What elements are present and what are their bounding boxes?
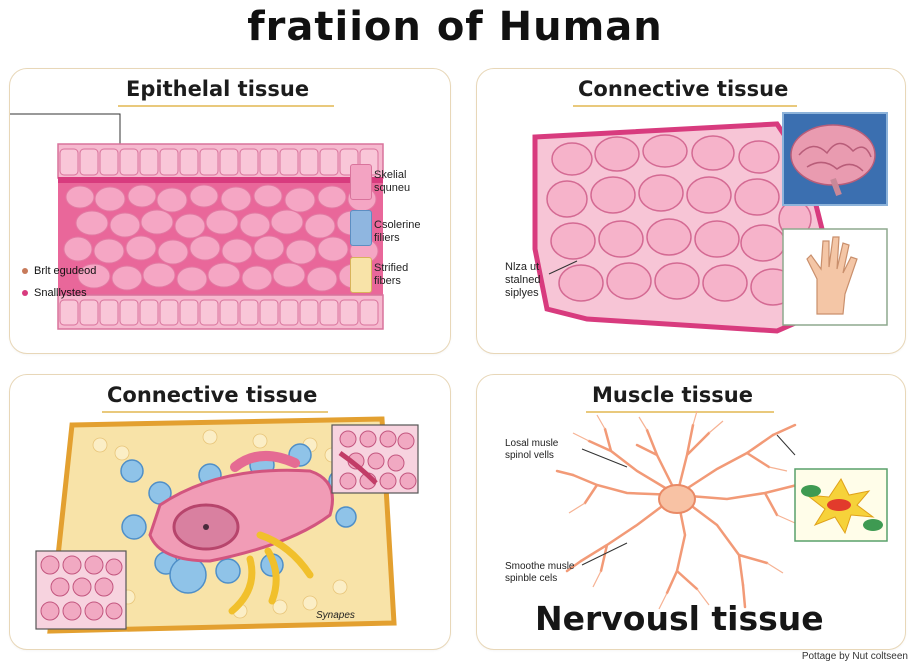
side-label-2: Csolerinefiliers bbox=[374, 219, 420, 245]
muscle-panel: Muscle tissue Losal muslespi bbox=[476, 374, 906, 650]
legend-item-1: Brlt egudeod bbox=[22, 265, 96, 277]
synapse-label: Synapes bbox=[316, 610, 355, 622]
page-title: fratiion of Human bbox=[0, 4, 910, 50]
footer-credit: Pottage by Nut coltseen bbox=[802, 651, 908, 662]
side-label-3: Strifiedfibers bbox=[374, 262, 408, 288]
connective-top-illustration bbox=[477, 69, 905, 353]
legend-dot-2 bbox=[22, 290, 28, 296]
muscle-callout-bottom: Smoothe muslespinble cels bbox=[505, 561, 574, 585]
epithelial-illustration bbox=[10, 69, 450, 353]
legend-item-2: Snalllystes bbox=[22, 287, 87, 299]
legend-dot-1 bbox=[22, 268, 28, 274]
connective-top-panel: Connective tissue Nlza ut stalned siplye… bbox=[476, 68, 906, 354]
collagen-swatch bbox=[350, 210, 372, 246]
connective-bottom-illustration bbox=[10, 375, 450, 649]
connective-top-callout: Nlza ut stalned siplyes bbox=[505, 261, 540, 300]
striated-swatch bbox=[350, 257, 372, 293]
epithelial-panel: Epithelal tissue bbox=[9, 68, 451, 354]
connective-bottom-panel: Connective tissue bbox=[9, 374, 451, 650]
legend-label-1: Brlt egudeod bbox=[34, 265, 96, 277]
muscle-callout-top: Losal muslespinol vells bbox=[505, 438, 558, 462]
side-label-1: Skelialsquneu bbox=[374, 169, 410, 195]
nervous-tissue-label: Nervousl tissue bbox=[535, 599, 824, 638]
skeletal-swatch bbox=[350, 164, 372, 200]
legend-label-2: Snalllystes bbox=[34, 287, 87, 299]
